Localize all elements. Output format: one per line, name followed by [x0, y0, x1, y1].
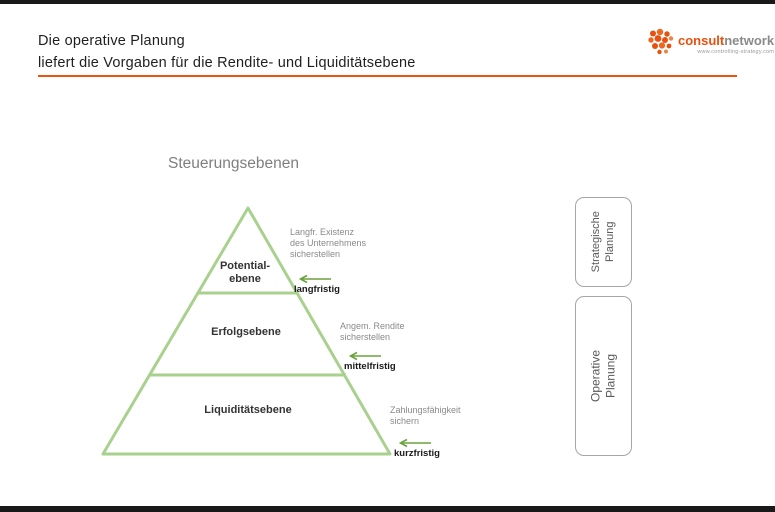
header-divider	[38, 75, 737, 77]
logo-tagline: www.controlling-strategy.com	[697, 49, 775, 55]
pyramid-diagram	[101, 206, 392, 456]
top-border	[0, 0, 775, 4]
left-arrow-icon	[298, 274, 331, 284]
annotation-level-2: Angem. Rendite sicherstellen	[340, 321, 405, 342]
logo-wordmark: consultnetwork	[678, 34, 774, 48]
bottom-border	[0, 506, 775, 512]
term-level-2: mittelfristig	[344, 351, 396, 372]
pyramid-level-3-label: Liquiditätsebene	[204, 404, 292, 416]
slide-title-line1: Die operative Planung	[38, 33, 185, 49]
operative-planung-box: Operative Planung	[575, 296, 632, 456]
annotation-level-1: Langfr. Existenz des Unternehmens sicher…	[290, 227, 367, 259]
term-level-3: kurzfristig	[394, 438, 440, 459]
section-heading: Steuerungsebenen	[168, 155, 300, 172]
left-arrow-icon	[348, 351, 381, 361]
left-arrow-icon	[398, 438, 431, 448]
logo-dots-icon	[648, 28, 674, 55]
logo-brand-network: network	[724, 33, 775, 48]
pyramid-level-1-label: Potential- ebene	[219, 260, 271, 285]
term-level-1: langfristig	[294, 274, 340, 295]
strategische-planung-label: Strategische Planung	[589, 211, 616, 273]
logo: consultnetwork www.controlling-strategy.…	[646, 28, 774, 55]
pyramid-level-2-label: Erfolgsebene	[211, 326, 281, 338]
term-level-2-label: mittelfristig	[344, 361, 396, 372]
strategische-planung-box: Strategische Planung	[575, 197, 632, 287]
slide-title: Die operative Planung liefert die Vorgab…	[38, 30, 416, 74]
logo-brand-consult: consult	[678, 33, 725, 48]
term-level-3-label: kurzfristig	[394, 448, 440, 459]
slide-title-line2: liefert die Vorgaben für die Rendite- un…	[38, 55, 416, 71]
operative-planung-label: Operative Planung	[588, 349, 618, 403]
term-level-1-label: langfristig	[294, 284, 340, 295]
logo-text: consultnetwork www.controlling-strategy.…	[678, 28, 775, 56]
annotation-level-3: Zahlungsfähigkeit sichern	[390, 405, 461, 426]
